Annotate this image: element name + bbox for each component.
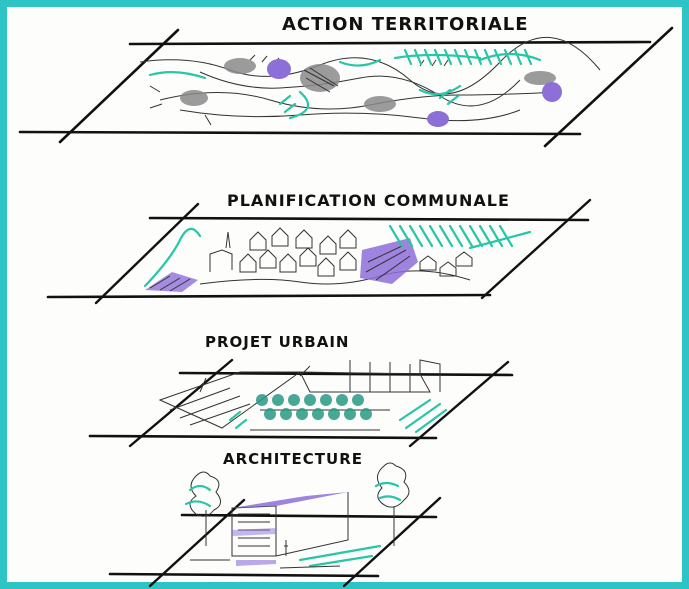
layer-title-planification-communale: PLANIFICATION COMMUNALE [227,191,510,210]
plane-edge [178,371,514,377]
layer-architecture: ARCHITECTURE [108,450,442,588]
plane-edge [342,496,442,588]
layer-planification-communale: PLANIFICATION COMMUNALE [46,191,592,305]
plane-edge [148,216,590,222]
plane-edge [58,28,180,144]
urban-block-sketch [158,359,448,434]
plane-edge [408,360,510,448]
building-sketch [184,462,410,569]
layer-title-action-territoriale: ACTION TERRITORIALE [282,14,529,35]
commune-sketch [143,224,532,292]
layer-action-territoriale: ACTION TERRITORIALE [18,14,674,148]
plane-edge [88,434,438,440]
plane-edge [128,40,652,46]
plane-edge [94,202,200,305]
plane-edge [128,358,234,448]
plane-edge [108,572,380,578]
territory-sketch [139,37,601,127]
layer-title-projet-urbain: PROJET URBAIN [205,333,349,351]
plane-edge [180,513,438,519]
plane-edge [148,498,246,588]
plane-edge [18,130,582,136]
plane-edge [46,293,492,299]
plane-edge [543,26,674,148]
layer-projet-urbain: PROJET URBAIN [88,333,514,448]
layer-title-architecture: ARCHITECTURE [223,450,363,468]
plane-edge [480,198,592,300]
